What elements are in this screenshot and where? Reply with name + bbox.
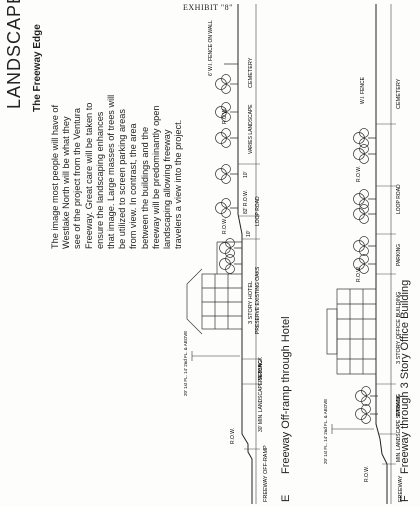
tree <box>353 236 377 256</box>
label-landscape-setback: MIN. LANDSCAPE SETBACK <box>396 394 402 462</box>
label-heights-e: 20' 1st FL. 14' 2nd FL. & ABOVE <box>183 331 188 396</box>
label-loop-road: LOOP ROAD <box>396 184 402 214</box>
label-row-right: R.O.W. <box>356 166 362 182</box>
label-row-left: R.O.W. <box>230 428 236 444</box>
office-building <box>326 288 377 375</box>
label-cemetery: CEMETERY <box>396 78 402 109</box>
label-freeway: FREEWAY <box>263 475 269 502</box>
tree <box>355 386 379 406</box>
label-dim-10a: 10' <box>246 230 252 237</box>
tree <box>215 74 239 94</box>
label-preserve-oaks: PRESERVE EXISTING OAKS <box>255 266 261 334</box>
label-varies-landscape: VARIES LANDSCAPE <box>248 104 254 154</box>
hotel-building <box>186 241 243 335</box>
label-dim-82-row: 82' R.O.W. <box>243 190 249 214</box>
label-row-left: R.O.W. <box>364 466 370 482</box>
tree <box>353 204 377 224</box>
label-freeway: FREEWAY <box>398 475 404 502</box>
exhibit-number: EXHIBIT "8" <box>183 3 233 12</box>
height-dimension-f <box>331 424 374 434</box>
tree <box>215 128 239 148</box>
label-row-mid: R.O.W. <box>356 266 362 282</box>
label-landscape-setback: 30' MIN. LANDSCAPE SETBACK <box>258 356 264 432</box>
label-loop-road: LOOP ROAD <box>255 196 261 226</box>
label-fence: W.I. FENCE <box>360 76 366 104</box>
section-f-caption: Freeway through 3 Story Office Building <box>399 279 411 474</box>
label-hotel: 3 STORY HOTEL <box>248 281 254 324</box>
tree <box>353 189 377 209</box>
label-row-mid: R.O.W. <box>222 218 228 234</box>
label-office-building: 3 STORY OFFICE BUILDING <box>396 292 402 364</box>
tree <box>215 198 239 218</box>
rotated-sheet: LANDSCAPE SECTIONS The Freeway Edge The … <box>2 0 412 504</box>
section-f-letter: F <box>399 495 411 502</box>
tree <box>215 164 239 184</box>
tree <box>355 404 379 424</box>
label-parking-left: PARKING <box>396 394 402 416</box>
label-cemetery: CEMETERY <box>248 57 254 88</box>
label-parking-right: PARKING <box>396 244 402 266</box>
section-e-caption: Freeway Off-ramp through Hotel <box>280 316 292 474</box>
section-e-drawing: FREEWAY OFF-RAMP 30' MIN. LANDSCAPE SETB… <box>183 4 404 504</box>
section-e-letter: E <box>280 494 292 502</box>
label-heights-f: 20' 1st FL. 14' 2nd FL. & ABOVE <box>323 399 328 464</box>
label-row-right: R.O.W. <box>222 108 228 124</box>
label-off-ramp: OFF-RAMP <box>263 445 269 474</box>
section-f-ground <box>375 4 396 504</box>
label-fence: 6' W.I. FENCE ON WALL <box>208 20 214 76</box>
label-parking: PARKING <box>258 360 264 382</box>
height-dimension-e <box>191 351 240 361</box>
label-dim-10b: 10' <box>243 171 249 178</box>
